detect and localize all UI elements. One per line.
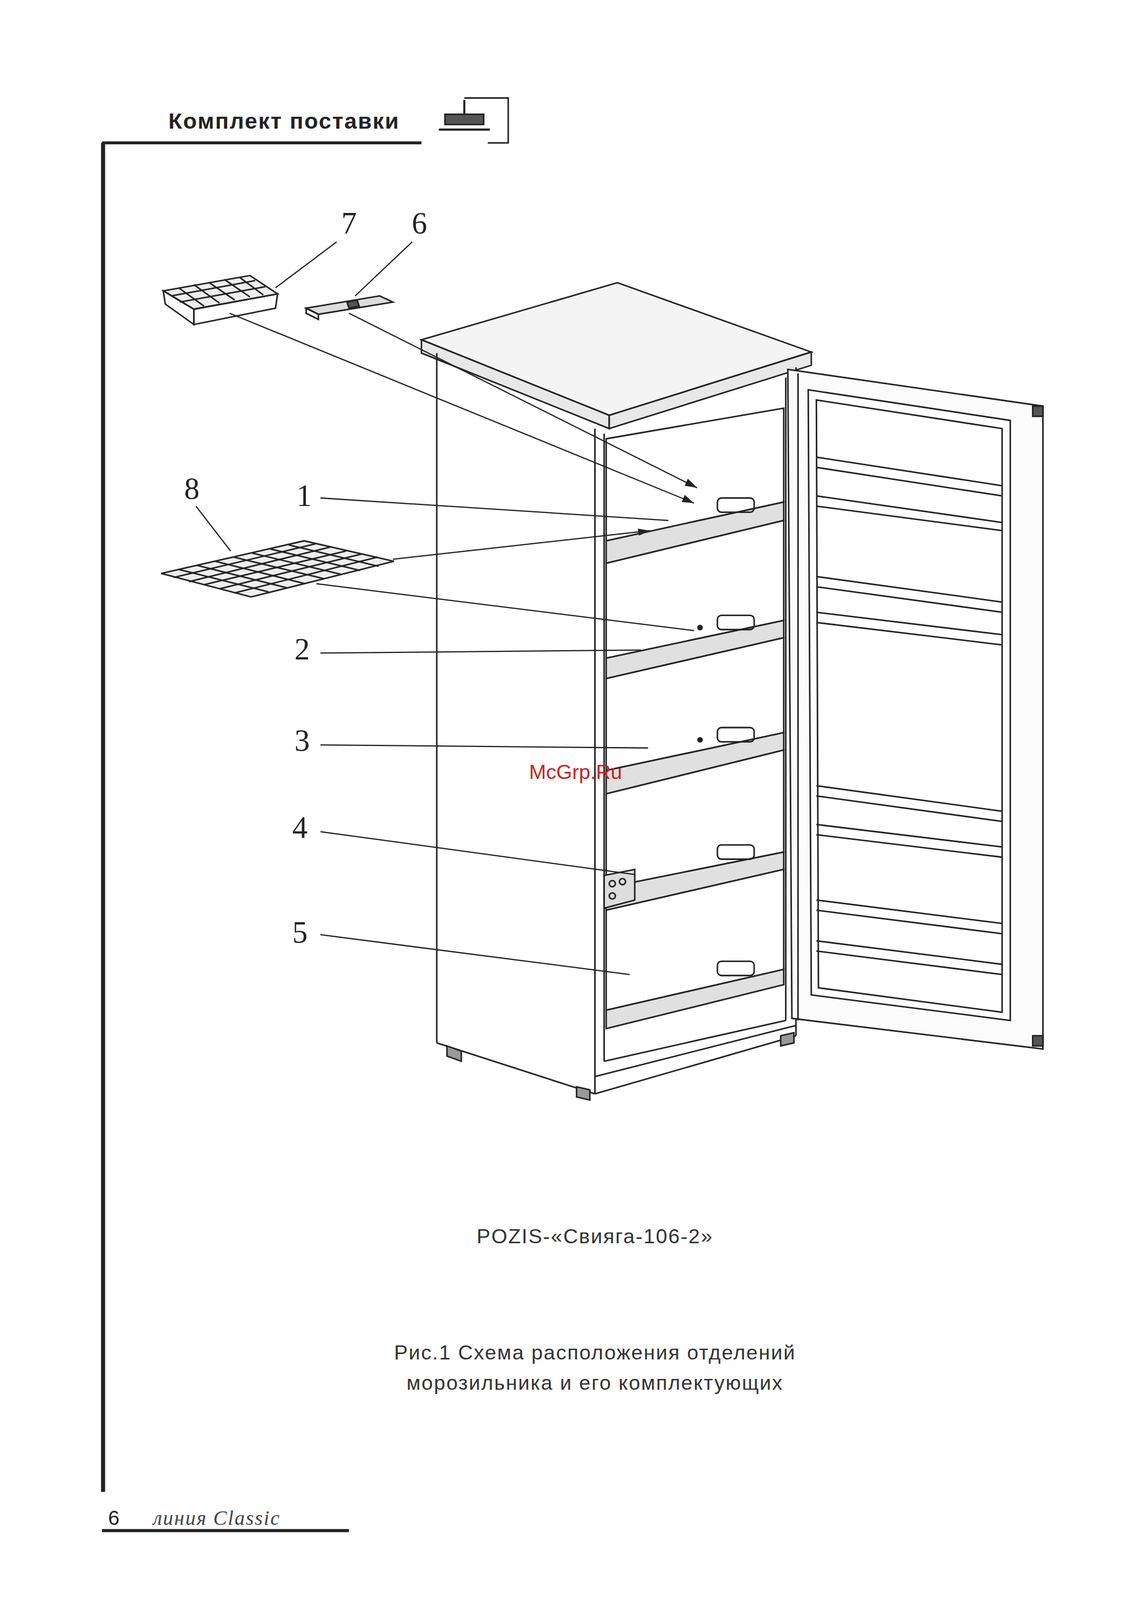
leader-lines bbox=[195, 241, 697, 975]
section-title: Комплект поставки bbox=[168, 108, 400, 135]
callout-number: 8 bbox=[184, 471, 200, 506]
callout-number: 4 bbox=[292, 810, 308, 845]
leader-arrowheads bbox=[637, 478, 697, 536]
drawers bbox=[604, 408, 784, 1029]
header-icon bbox=[438, 97, 509, 143]
model-name: POZIS-«Свияга-106-2» bbox=[476, 1224, 714, 1249]
freezer-cabinet bbox=[421, 282, 812, 1101]
callout-number: 2 bbox=[294, 631, 310, 667]
series-name: линия Classic bbox=[152, 1506, 281, 1530]
callout-number: 6 bbox=[411, 205, 428, 241]
figure-caption: Рис.1 Схема расположения отделений мороз… bbox=[360, 1336, 830, 1398]
callout-number: 3 bbox=[294, 723, 310, 758]
page-number: 6 bbox=[108, 1506, 120, 1530]
callout-number: 1 bbox=[296, 478, 312, 513]
header-rule bbox=[102, 141, 422, 145]
callout-number: 7 bbox=[341, 205, 357, 241]
ice-tray bbox=[305, 295, 393, 319]
callout-number: 5 bbox=[292, 915, 308, 950]
margin-bar bbox=[101, 142, 106, 1492]
footer-rule bbox=[102, 1529, 350, 1533]
basket bbox=[163, 275, 278, 325]
open-door bbox=[787, 369, 1043, 1049]
watermark: McGrp.Ru bbox=[529, 760, 623, 784]
